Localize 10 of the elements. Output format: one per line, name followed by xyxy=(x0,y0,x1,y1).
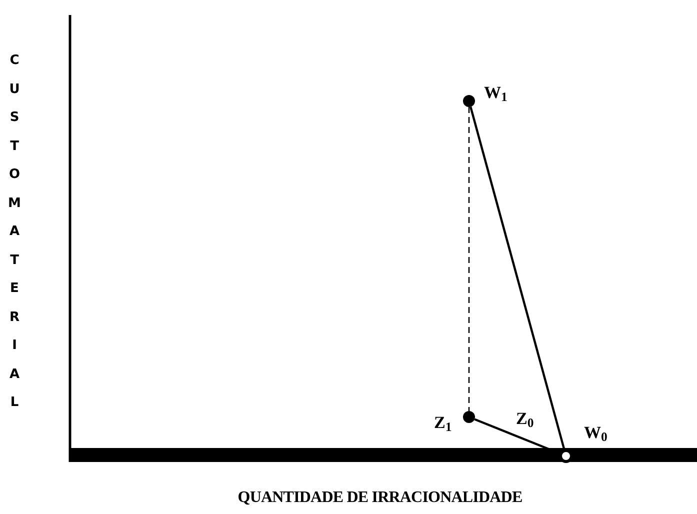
edge-label: Z$_{0}$ xyxy=(516,408,534,432)
x-axis-title: QUANTIDADE DE IRRACIONALIDADE xyxy=(236,488,524,508)
point-marker xyxy=(463,411,475,423)
dashed-line xyxy=(468,107,470,411)
point-label: W$_{1}$ xyxy=(484,82,508,106)
point-marker xyxy=(463,95,475,107)
y-axis-title: CUSTO MATERIAL xyxy=(8,52,21,412)
connector-line xyxy=(470,106,566,450)
point-label: Z$_{1}$ xyxy=(434,412,452,436)
point-label: W$_{0}$ xyxy=(584,422,608,446)
